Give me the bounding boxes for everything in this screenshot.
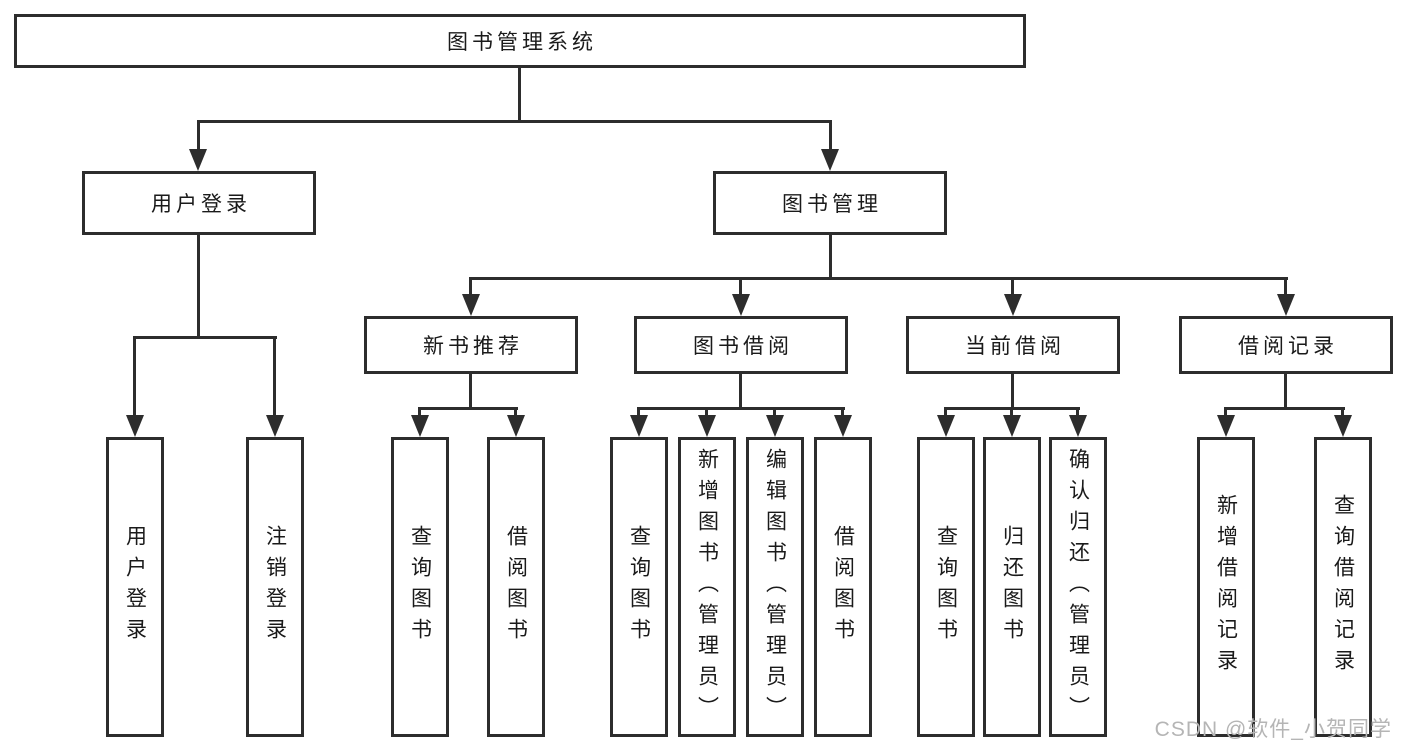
connector-line	[133, 336, 136, 417]
connector-line	[469, 277, 472, 299]
node-borrow-record: 借阅记录	[1179, 316, 1393, 374]
leaf-query-borrow-record: 查询借阅记录	[1314, 437, 1372, 737]
node-label: 注销登录	[263, 525, 287, 649]
node-label: 归还图书	[1000, 525, 1024, 649]
connector-line	[829, 120, 832, 152]
node-label: 图书管理系统	[447, 31, 597, 54]
arrow-down-icon	[630, 415, 648, 437]
node-label: 查询借阅记录	[1331, 494, 1355, 680]
node-label: 新增借阅记录	[1214, 494, 1238, 680]
connector-line	[518, 66, 521, 123]
arrow-down-icon	[1217, 415, 1235, 437]
arrow-down-icon	[411, 415, 429, 437]
node-library-management-system: 图书管理系统	[14, 14, 1026, 68]
connector-line	[197, 120, 200, 152]
arrow-down-icon	[462, 294, 480, 316]
connector-line	[273, 336, 276, 417]
node-label: 查询图书	[934, 525, 958, 649]
node-user-login: 用户登录	[82, 171, 316, 235]
connector-line	[944, 407, 947, 419]
connector-line	[1224, 407, 1227, 419]
arrow-down-icon	[1003, 415, 1021, 437]
connector-line	[1076, 407, 1079, 419]
connector-line	[1225, 407, 1345, 410]
node-book-borrow: 图书借阅	[634, 316, 848, 374]
node-label: 借阅图书	[504, 525, 528, 649]
leaf-borrow-book-recommend: 借阅图书	[487, 437, 545, 737]
arrow-down-icon	[507, 415, 525, 437]
node-book-management: 图书管理	[713, 171, 947, 235]
connector-line	[638, 407, 845, 410]
arrow-down-icon	[1334, 415, 1352, 437]
arrow-down-icon	[1277, 294, 1295, 316]
connector-line	[1011, 277, 1014, 299]
connector-line	[1341, 407, 1344, 419]
arrow-down-icon	[266, 415, 284, 437]
arrow-down-icon	[732, 294, 750, 316]
arrow-down-icon	[1004, 294, 1022, 316]
leaf-borrow-book: 借阅图书	[814, 437, 872, 737]
node-label: 编辑图书（管理员）	[763, 447, 787, 727]
connector-line	[197, 120, 832, 123]
watermark: CSDN @软件_小贺同学	[1154, 718, 1392, 741]
node-new-book-recommend: 新书推荐	[364, 316, 578, 374]
leaf-add-book-admin: 新增图书（管理员）	[678, 437, 736, 737]
node-label: 新增图书（管理员）	[695, 447, 719, 727]
arrow-down-icon	[834, 415, 852, 437]
node-label: 确认归还（管理员）	[1066, 447, 1090, 727]
node-label: 用户登录	[123, 525, 147, 649]
arrow-down-icon	[821, 149, 839, 171]
leaf-query-book-recommend: 查询图书	[391, 437, 449, 737]
connector-line	[470, 277, 1288, 280]
leaf-confirm-return-admin: 确认归还（管理员）	[1049, 437, 1107, 737]
connector-line	[637, 407, 640, 419]
arrow-down-icon	[189, 149, 207, 171]
connector-line	[705, 407, 708, 419]
connector-line	[469, 372, 472, 410]
connector-line	[1284, 372, 1287, 410]
leaf-edit-book-admin: 编辑图书（管理员）	[746, 437, 804, 737]
leaf-logout: 注销登录	[246, 437, 304, 737]
node-label: 新书推荐	[423, 335, 523, 358]
connector-line	[773, 407, 776, 419]
connector-line	[829, 233, 832, 280]
node-label: 用户登录	[151, 193, 251, 216]
arrow-down-icon	[698, 415, 716, 437]
connector-line	[419, 407, 518, 410]
node-current-borrow: 当前借阅	[906, 316, 1120, 374]
node-label: 图书借阅	[693, 335, 793, 358]
node-label: 借阅图书	[831, 525, 855, 649]
node-label: 借阅记录	[1238, 335, 1338, 358]
arrow-down-icon	[937, 415, 955, 437]
connector-line	[739, 277, 742, 299]
node-label: 图书管理	[782, 193, 882, 216]
node-label: 当前借阅	[965, 335, 1065, 358]
leaf-add-borrow-record: 新增借阅记录	[1197, 437, 1255, 737]
connector-line	[841, 407, 844, 419]
connector-line	[197, 233, 200, 339]
connector-line	[1284, 277, 1287, 299]
arrow-down-icon	[126, 415, 144, 437]
connector-line	[514, 407, 517, 419]
leaf-user-login: 用户登录	[106, 437, 164, 737]
connector-line	[134, 336, 277, 339]
leaf-query-book-borrow: 查询图书	[610, 437, 668, 737]
connector-line	[1010, 407, 1013, 419]
leaf-return-book: 归还图书	[983, 437, 1041, 737]
arrow-down-icon	[766, 415, 784, 437]
leaf-query-book-current: 查询图书	[917, 437, 975, 737]
arrow-down-icon	[1069, 415, 1087, 437]
connector-line	[739, 372, 742, 410]
connector-line	[418, 407, 421, 419]
node-label: 查询图书	[627, 525, 651, 649]
connector-line	[1011, 372, 1014, 410]
node-label: 查询图书	[408, 525, 432, 649]
